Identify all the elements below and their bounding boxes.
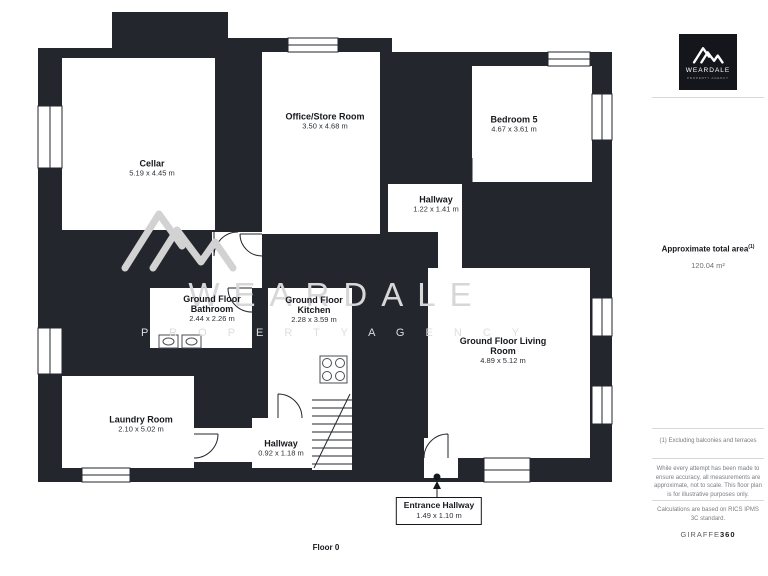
room-area-corridor bbox=[438, 184, 462, 272]
floor-label: Floor 0 bbox=[312, 543, 340, 552]
sidebar-divider bbox=[652, 97, 764, 98]
giraffe360-credit: GIRAFFE360 bbox=[648, 530, 768, 539]
disclaimer-text: While every attempt has been made to ens… bbox=[654, 466, 762, 499]
weardale-logo-mountain-icon bbox=[692, 47, 724, 64]
room-label-kitchen: Ground Floor Kitchen 2.28 x 3.59 m bbox=[285, 295, 343, 325]
total-area-footnote-marker: (1) bbox=[748, 244, 755, 250]
total-area-block: Approximate total area(1) 120.04 m² bbox=[650, 244, 766, 270]
bathroom-fixtures bbox=[158, 334, 202, 349]
kitchen-hob bbox=[319, 355, 348, 384]
sidebar-divider bbox=[652, 428, 764, 429]
stairs bbox=[312, 393, 352, 469]
total-area-label: Approximate total area(1) bbox=[661, 244, 755, 254]
room-label-hallway-top: Hallway 1.22 x 1.41 m bbox=[413, 194, 459, 214]
entrance-marker bbox=[433, 473, 441, 497]
room-label-living: Ground Floor Living Room 4.89 x 5.12 m bbox=[459, 336, 547, 366]
entrance-hallway-callout: Entrance Hallway 1.49 x 1.10 m bbox=[395, 497, 483, 526]
room-label-office: Office/Store Room 3.50 x 4.68 m bbox=[285, 111, 365, 131]
floor-plan-drawing bbox=[37, 12, 613, 497]
room-label-bathroom: Ground Floor Bathroom 2.44 x 2.26 m bbox=[183, 294, 241, 324]
room-area-living bbox=[428, 268, 590, 458]
windows bbox=[37, 37, 613, 483]
room-label-hallway-bottom: Hallway 0.92 x 1.18 m bbox=[258, 438, 304, 458]
room-areas bbox=[62, 52, 592, 478]
room-label-laundry: Laundry Room 2.10 x 5.02 m bbox=[109, 414, 173, 434]
room-area-hallway-bottom bbox=[252, 418, 312, 468]
total-area-value: 120.04 m² bbox=[691, 260, 725, 270]
floor-plan-area: WEARDALE P R O P E R T Y A G E N C Y Cel… bbox=[37, 12, 613, 552]
room-area-office bbox=[262, 52, 380, 234]
credit-brand: GIRAFFE bbox=[680, 530, 720, 539]
room-area-laundry bbox=[62, 376, 194, 468]
standard-text: Calculations are based on RICS IPMS 3C s… bbox=[657, 507, 759, 522]
logo-brand-text: WEARDALE bbox=[685, 67, 731, 75]
room-area-cellar bbox=[62, 58, 215, 230]
room-label-bedroom5: Bedroom 5 4.67 x 3.61 m bbox=[490, 114, 538, 134]
room-area-bedroom5 bbox=[472, 66, 592, 182]
room-label-cellar: Cellar 5.19 x 4.45 m bbox=[129, 158, 175, 178]
sidebar-divider bbox=[652, 500, 764, 501]
room-area-entrance bbox=[424, 438, 458, 478]
weardale-logo: WEARDALE PROPERTY AGENCY bbox=[679, 34, 737, 90]
credit-number: 360 bbox=[720, 530, 736, 539]
sidebar-divider bbox=[652, 458, 764, 459]
footnote-text: (1) Excluding balconies and terraces bbox=[659, 438, 757, 444]
info-sidebar: WEARDALE PROPERTY AGENCY Approximate tot… bbox=[648, 0, 768, 576]
logo-tagline-text: PROPERTY AGENCY bbox=[687, 75, 729, 80]
